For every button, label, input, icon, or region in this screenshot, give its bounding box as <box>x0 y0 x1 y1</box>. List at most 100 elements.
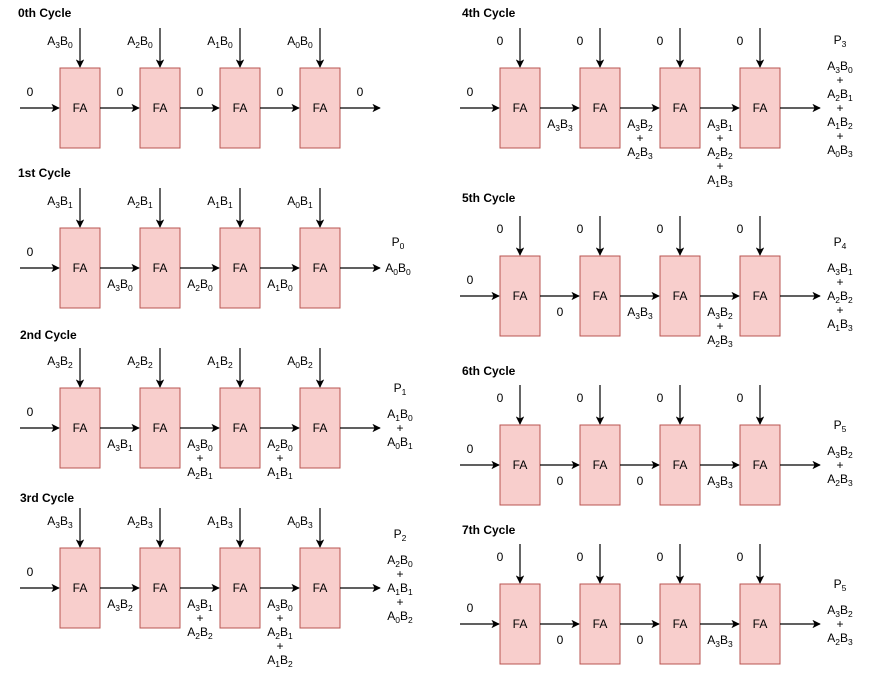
input-label: 0 <box>497 222 504 236</box>
full-adder-label: FA <box>753 458 768 472</box>
between-label-line: 0 <box>557 633 564 647</box>
between-label-line: A3B2 <box>627 117 653 133</box>
between-label-line: A3B0 <box>107 277 133 293</box>
full-adder-label: FA <box>233 581 248 595</box>
full-adder-box <box>139 227 181 309</box>
between-label-line: A3B3 <box>707 474 733 490</box>
full-adder-label: FA <box>73 581 88 595</box>
between-label-line: A2B0 <box>267 437 293 453</box>
full-adder-label: FA <box>153 581 168 595</box>
input-label: A3B0 <box>47 34 73 50</box>
input-label: 0 <box>577 34 584 48</box>
full-adder-label: FA <box>73 261 88 275</box>
between-label-line: + <box>196 451 203 465</box>
between-label-line: A2B1 <box>267 625 293 641</box>
between-label-line: A3B3 <box>707 633 733 649</box>
between-label-line: A2B2 <box>187 625 213 641</box>
output-value-line: A2B0 <box>387 553 413 569</box>
full-adder-label: FA <box>513 289 528 303</box>
input-label: 0 <box>657 550 664 564</box>
full-adder-label: FA <box>753 617 768 631</box>
between-label-line: 0 <box>557 305 564 319</box>
full-adder-label: FA <box>673 458 688 472</box>
between-label-line: + <box>196 611 203 625</box>
output-value-line: A1B0 <box>387 407 413 423</box>
input-label: A0B0 <box>287 34 313 50</box>
between-label-line: A1B0 <box>267 277 293 293</box>
full-adder-box <box>659 67 701 149</box>
carry-in-label: 0 <box>467 85 474 99</box>
input-label: 0 <box>737 34 744 48</box>
full-adder-box <box>739 583 781 665</box>
input-label: A2B3 <box>127 514 153 530</box>
product-label: P2 <box>394 527 407 543</box>
full-adder-label: FA <box>593 289 608 303</box>
full-adder-label: FA <box>313 101 328 115</box>
input-label: A0B1 <box>287 194 313 210</box>
output-value-line: A3B2 <box>827 444 853 460</box>
full-adder-label: FA <box>593 101 608 115</box>
full-adder-box <box>59 227 101 309</box>
full-adder-box <box>659 583 701 665</box>
full-adder-box <box>299 547 341 629</box>
full-adder-box <box>219 547 261 629</box>
full-adder-label: FA <box>513 617 528 631</box>
between-label-line: A2B0 <box>187 277 213 293</box>
full-adder-box <box>59 547 101 629</box>
full-adder-label: FA <box>313 261 328 275</box>
input-label: 0 <box>657 391 664 405</box>
full-adder-label: FA <box>233 261 248 275</box>
carry-in-label: 0 <box>467 601 474 615</box>
cycle-title: 1st Cycle <box>18 166 71 180</box>
cycle-title: 7th Cycle <box>462 523 516 537</box>
input-label: 0 <box>657 222 664 236</box>
output-value-line: A2B3 <box>827 472 853 488</box>
between-label-line: 0 <box>197 85 204 99</box>
between-label-line: 0 <box>277 85 284 99</box>
full-adder-label: FA <box>153 101 168 115</box>
input-label: 0 <box>737 391 744 405</box>
input-label: A1B2 <box>207 354 233 370</box>
output-value-line: A3B0 <box>827 59 853 75</box>
input-label: A3B1 <box>47 194 73 210</box>
full-adder-box <box>219 387 261 469</box>
output-value-line: A2B1 <box>827 87 853 103</box>
full-adder-label: FA <box>593 617 608 631</box>
between-label-line: A3B1 <box>707 117 733 133</box>
between-label-line: A3B2 <box>707 305 733 321</box>
cycle-title: 0th Cycle <box>18 6 72 20</box>
between-label-line: A3B3 <box>547 117 573 133</box>
carry-in-label: 0 <box>27 245 34 259</box>
output-value-line: A1B3 <box>827 317 853 333</box>
between-label-line: A3B0 <box>267 597 293 613</box>
full-adder-box <box>299 387 341 469</box>
output-value-line: + <box>836 617 843 631</box>
input-label: 0 <box>657 34 664 48</box>
carry-in-label: 0 <box>467 442 474 456</box>
output-value-line: + <box>836 73 843 87</box>
output-value-line: A3B2 <box>827 603 853 619</box>
product-label: P1 <box>394 381 407 397</box>
between-label-line: A1B1 <box>267 465 293 481</box>
input-label: 0 <box>497 34 504 48</box>
input-label: 0 <box>737 550 744 564</box>
full-adder-label: FA <box>673 101 688 115</box>
full-adder-box <box>579 67 621 149</box>
output-value-line: + <box>836 101 843 115</box>
between-label-line: A3B0 <box>187 437 213 453</box>
full-adder-box <box>139 67 181 149</box>
full-adder-box <box>219 67 261 149</box>
carry-in-label: 0 <box>467 273 474 287</box>
between-label-line: 0 <box>117 85 124 99</box>
cycle-title: 5th Cycle <box>462 191 516 205</box>
output-value-line: A0B0 <box>385 261 411 277</box>
input-label: A0B3 <box>287 514 313 530</box>
product-label: P4 <box>834 235 847 251</box>
between-label-line: A3B3 <box>627 305 653 321</box>
full-adder-label: FA <box>513 101 528 115</box>
